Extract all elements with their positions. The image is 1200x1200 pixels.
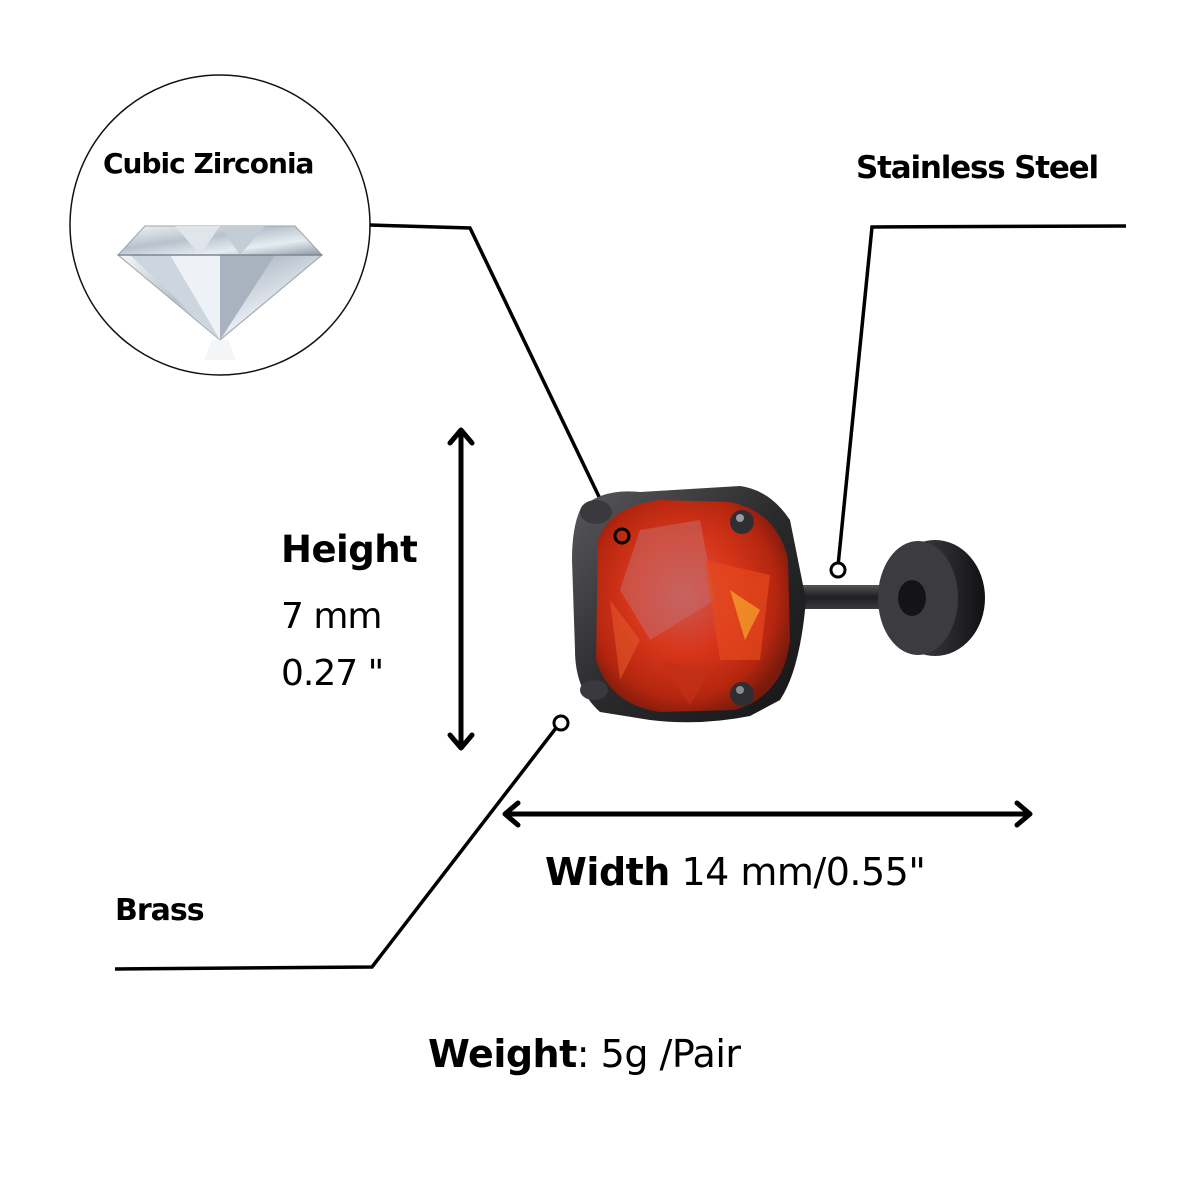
cubic-zirconia-label: Cubic Zirconia — [103, 147, 314, 180]
height-title: Height — [281, 528, 418, 571]
earring-back — [878, 540, 985, 656]
diamond-icon — [116, 225, 324, 360]
width-spec: Width 14 mm/0.55" — [545, 850, 926, 894]
double-arrow-horizontal-icon — [502, 800, 1033, 828]
earring-prongs — [580, 500, 754, 706]
height-inch-value: 0.27 " — [281, 653, 384, 694]
width-title: Width — [545, 850, 670, 894]
leader-line-cubic-zirconia — [369, 223, 617, 531]
weight-value: : 5g /Pair — [576, 1032, 741, 1076]
double-arrow-vertical-icon — [447, 427, 475, 751]
brass-label: Brass — [115, 893, 205, 928]
weight-title: Weight — [428, 1032, 577, 1076]
width-value: 14 mm/0.55" — [669, 850, 926, 894]
earring-image — [572, 486, 985, 723]
leader-line-brass — [114, 714, 570, 971]
stainless-steel-label: Stainless Steel — [856, 150, 1099, 186]
weight-spec: Weight: 5g /Pair — [428, 1032, 741, 1076]
leader-line-stainless-steel — [829, 224, 1127, 579]
earring-gem — [596, 500, 790, 712]
cubic-zirconia-badge — [69, 74, 371, 376]
height-mm-value: 7 mm — [281, 596, 382, 637]
